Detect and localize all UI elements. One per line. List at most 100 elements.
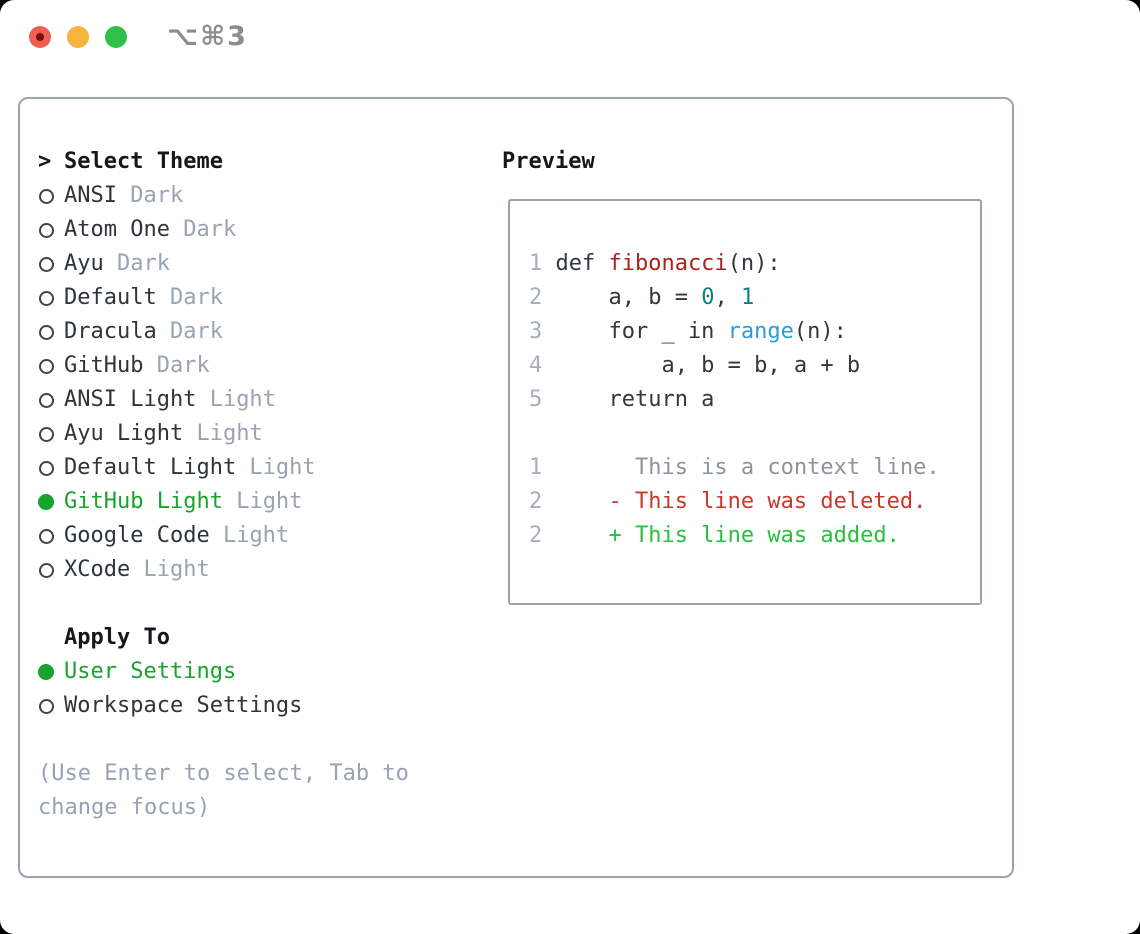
- code-line: 1 This is a context line.: [529, 451, 980, 485]
- line-number: 2: [529, 489, 543, 514]
- line-number: 2: [529, 523, 543, 548]
- line-number: 5: [529, 387, 543, 412]
- code-token: return a: [555, 387, 715, 412]
- code-line: 5 return a: [529, 383, 980, 417]
- option-label: GitHub Light: [64, 489, 223, 514]
- spacer: [38, 723, 478, 757]
- titlebar: ⌥⌘3: [0, 0, 1140, 75]
- variant-label: Light: [183, 421, 263, 446]
- radio-icon: [38, 222, 64, 238]
- theme-option-ansi[interactable]: ANSI Dark: [38, 179, 478, 213]
- option-label: Ayu Light: [64, 421, 184, 446]
- line-number: 2: [529, 285, 543, 310]
- maximize-button[interactable]: [105, 26, 127, 48]
- variant-label: Light: [130, 557, 210, 582]
- code-token: - This line was deleted.: [555, 489, 927, 514]
- code-token: for _ in: [555, 319, 728, 344]
- apply-to-header: Apply To: [38, 621, 478, 655]
- code-token: This is a context line.: [555, 455, 940, 480]
- theme-option-xcode[interactable]: XCode Light: [38, 553, 478, 587]
- option-label: ANSI Light: [64, 387, 197, 412]
- code-line: 2 - This line was deleted.: [529, 485, 980, 519]
- line-number: 1: [529, 251, 543, 276]
- line-number: 1: [529, 455, 543, 480]
- theme-option-default-light[interactable]: Default Light Light: [38, 451, 478, 485]
- apply-option-user-settings[interactable]: User Settings: [38, 655, 478, 689]
- close-button[interactable]: [29, 26, 51, 48]
- radio-icon: [38, 392, 64, 408]
- code-token: a, b =: [555, 285, 702, 310]
- preview-title: Preview: [502, 149, 595, 174]
- window-title-shortcut: ⌥⌘3: [167, 21, 248, 52]
- theme-option-github-light[interactable]: GitHub Light Light: [38, 485, 478, 519]
- code-token: + This line was added.: [555, 523, 900, 548]
- option-label: ANSI: [64, 183, 117, 208]
- option-label: Dracula: [64, 319, 157, 344]
- variant-label: Dark: [156, 319, 223, 344]
- radio-icon: [38, 290, 64, 306]
- code-token: (n):: [793, 319, 847, 344]
- code-token: a, b = b, a + b: [555, 353, 861, 378]
- apply-to-title: Apply To: [64, 625, 170, 650]
- variant-label: Light: [236, 455, 316, 480]
- variant-label: Dark: [156, 285, 223, 310]
- code-token: 0: [701, 285, 715, 310]
- option-label: Workspace Settings: [64, 693, 303, 718]
- code-line: 4 a, b = b, a + b: [529, 349, 980, 383]
- option-label: Default: [64, 285, 157, 310]
- code-token: (n):: [727, 251, 781, 276]
- help-text: (Use Enter to select, Tab to change focu…: [38, 761, 409, 820]
- line-number: 4: [529, 353, 543, 378]
- variant-label: Dark: [169, 217, 237, 242]
- variant-label: Light: [196, 387, 276, 412]
- code-token: range: [727, 319, 794, 344]
- variant-label: Dark: [116, 183, 184, 208]
- code-token: ,: [714, 285, 741, 310]
- theme-option-github[interactable]: GitHub Dark: [38, 349, 478, 383]
- code-token: 1: [740, 285, 755, 310]
- theme-option-ayu-light[interactable]: Ayu Light Light: [38, 417, 478, 451]
- theme-option-atom-one[interactable]: Atom One Dark: [38, 213, 478, 247]
- select-theme-header: > Select Theme: [38, 145, 478, 179]
- code-line: 2 a, b = 0, 1: [529, 281, 980, 315]
- spacer: [38, 587, 478, 621]
- radio-icon: [38, 460, 64, 476]
- variant-label: Light: [222, 489, 303, 514]
- option-label: GitHub: [64, 353, 144, 378]
- theme-option-ansi-light[interactable]: ANSI Light Light: [38, 383, 478, 417]
- radio-icon: [38, 562, 64, 578]
- code-line: [529, 417, 980, 451]
- theme-option-dracula[interactable]: Dracula Dark: [38, 315, 478, 349]
- theme-option-default[interactable]: Default Dark: [38, 281, 478, 315]
- option-label: Ayu: [64, 251, 104, 276]
- variant-label: Light: [209, 523, 290, 548]
- theme-option-ayu[interactable]: Ayu Dark: [38, 247, 478, 281]
- prompt-caret: >: [38, 149, 52, 174]
- radio-icon: [38, 358, 64, 374]
- option-label: Default Light: [64, 455, 237, 480]
- option-label: Google Code: [64, 523, 210, 548]
- variant-label: Dark: [143, 353, 210, 378]
- variant-label: Dark: [103, 251, 170, 276]
- code-line: 2 + This line was added.: [529, 519, 980, 553]
- minimize-button[interactable]: [67, 26, 89, 48]
- apply-option-workspace-settings[interactable]: Workspace Settings: [38, 689, 478, 723]
- option-label: Atom One: [64, 217, 170, 242]
- radio-selected-icon: [38, 494, 64, 510]
- radio-icon: [38, 188, 64, 204]
- radio-selected-icon: [38, 664, 64, 680]
- radio-icon: [38, 698, 64, 714]
- radio-icon: [38, 426, 64, 442]
- traffic-lights: [29, 26, 127, 48]
- select-theme-title: Select Theme: [64, 149, 223, 174]
- line-number: 3: [529, 319, 543, 344]
- option-label: XCode: [64, 557, 131, 582]
- theme-option-google-code[interactable]: Google Code Light: [38, 519, 478, 553]
